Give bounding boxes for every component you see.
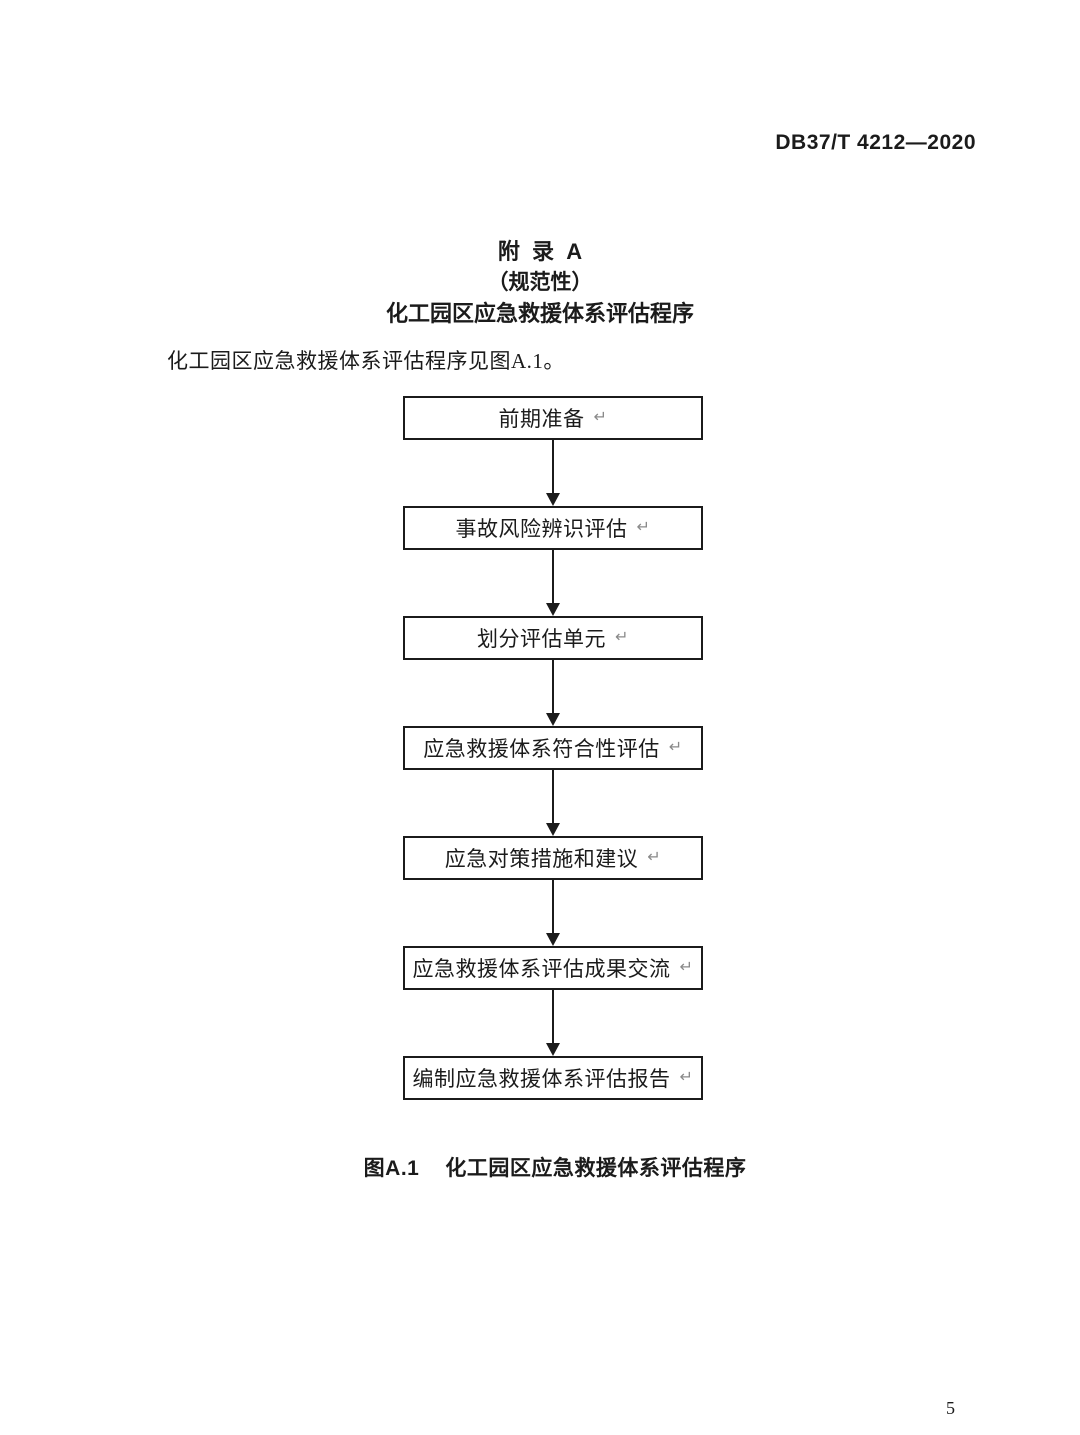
flow-step-label: 前期准备 bbox=[498, 407, 585, 431]
flow-step-unit-division: 划分评估单元 ↵ bbox=[403, 616, 703, 660]
flow-arrow-down bbox=[546, 440, 560, 506]
arrow-line bbox=[552, 770, 554, 823]
flow-arrow-down bbox=[546, 990, 560, 1056]
arrow-line bbox=[552, 990, 554, 1043]
flow-step-conformity-evaluation: 应急救援体系符合性评估 ↵ bbox=[403, 726, 703, 770]
return-mark-icon: ↵ bbox=[668, 736, 683, 756]
flow-step-report-compilation: 编制应急救援体系评估报告 ↵ bbox=[403, 1056, 703, 1100]
flow-step-label: 编制应急救援体系评估报告 bbox=[412, 1067, 671, 1091]
flow-step-preparation: 前期准备 ↵ bbox=[403, 396, 703, 440]
return-mark-icon: ↵ bbox=[647, 846, 662, 866]
arrow-head-icon bbox=[546, 933, 560, 946]
flow-step-label: 应急救援体系评估成果交流 bbox=[412, 957, 671, 981]
flow-arrow-down bbox=[546, 770, 560, 836]
arrow-head-icon bbox=[546, 1043, 560, 1056]
arrow-head-icon bbox=[546, 823, 560, 836]
flow-step-label: 应急救援体系符合性评估 bbox=[423, 737, 660, 761]
appendix-subheading: （规范性） bbox=[487, 271, 593, 294]
return-mark-icon: ↵ bbox=[593, 406, 608, 426]
return-mark-icon: ↵ bbox=[679, 956, 694, 976]
flow-arrow-down bbox=[546, 880, 560, 946]
intro-paragraph: 化工园区应急救援体系评估程序见图A.1。 bbox=[167, 349, 565, 373]
flow-step-risk-identification: 事故风险辨识评估 ↵ bbox=[403, 506, 703, 550]
flow-step-label: 划分评估单元 bbox=[477, 627, 607, 651]
flow-step-label: 事故风险辨识评估 bbox=[455, 517, 628, 541]
standard-code-header: DB37/T 4212—2020 bbox=[775, 131, 976, 154]
figure-caption: 图A.1 化工园区应急救援体系评估程序 bbox=[30, 1152, 1080, 1182]
flow-arrow-down bbox=[546, 550, 560, 616]
flow-step-label: 应急对策措施和建议 bbox=[444, 847, 639, 871]
arrow-line bbox=[552, 550, 554, 603]
return-mark-icon: ↵ bbox=[615, 626, 629, 646]
appendix-title-block: 附 录 A （规范性） 化工园区应急救援体系评估程序 bbox=[30, 236, 1050, 329]
arrow-line bbox=[552, 880, 554, 933]
return-mark-icon: ↵ bbox=[636, 516, 651, 536]
arrow-head-icon bbox=[546, 603, 560, 616]
flow-arrow-down bbox=[546, 660, 560, 726]
arrow-head-icon bbox=[546, 493, 560, 506]
flowchart: 前期准备 ↵ 事故风险辨识评估 ↵ 划分评估单元 ↵ 应急救援体系符合性评估 ↵ bbox=[403, 396, 703, 1100]
return-mark-icon: ↵ bbox=[679, 1066, 694, 1086]
page-number: 5 bbox=[946, 1398, 955, 1418]
arrow-head-icon bbox=[546, 713, 560, 726]
appendix-title: 化工园区应急救援体系评估程序 bbox=[385, 301, 694, 326]
flow-step-countermeasures: 应急对策措施和建议 ↵ bbox=[403, 836, 703, 880]
figure-caption-label: 图A.1 bbox=[363, 1157, 420, 1180]
appendix-heading: 附 录 A bbox=[497, 239, 583, 264]
figure-caption-title: 化工园区应急救援体系评估程序 bbox=[445, 1157, 747, 1180]
flow-step-results-exchange: 应急救援体系评估成果交流 ↵ bbox=[403, 946, 703, 990]
arrow-line bbox=[552, 440, 554, 493]
arrow-line bbox=[552, 660, 554, 713]
